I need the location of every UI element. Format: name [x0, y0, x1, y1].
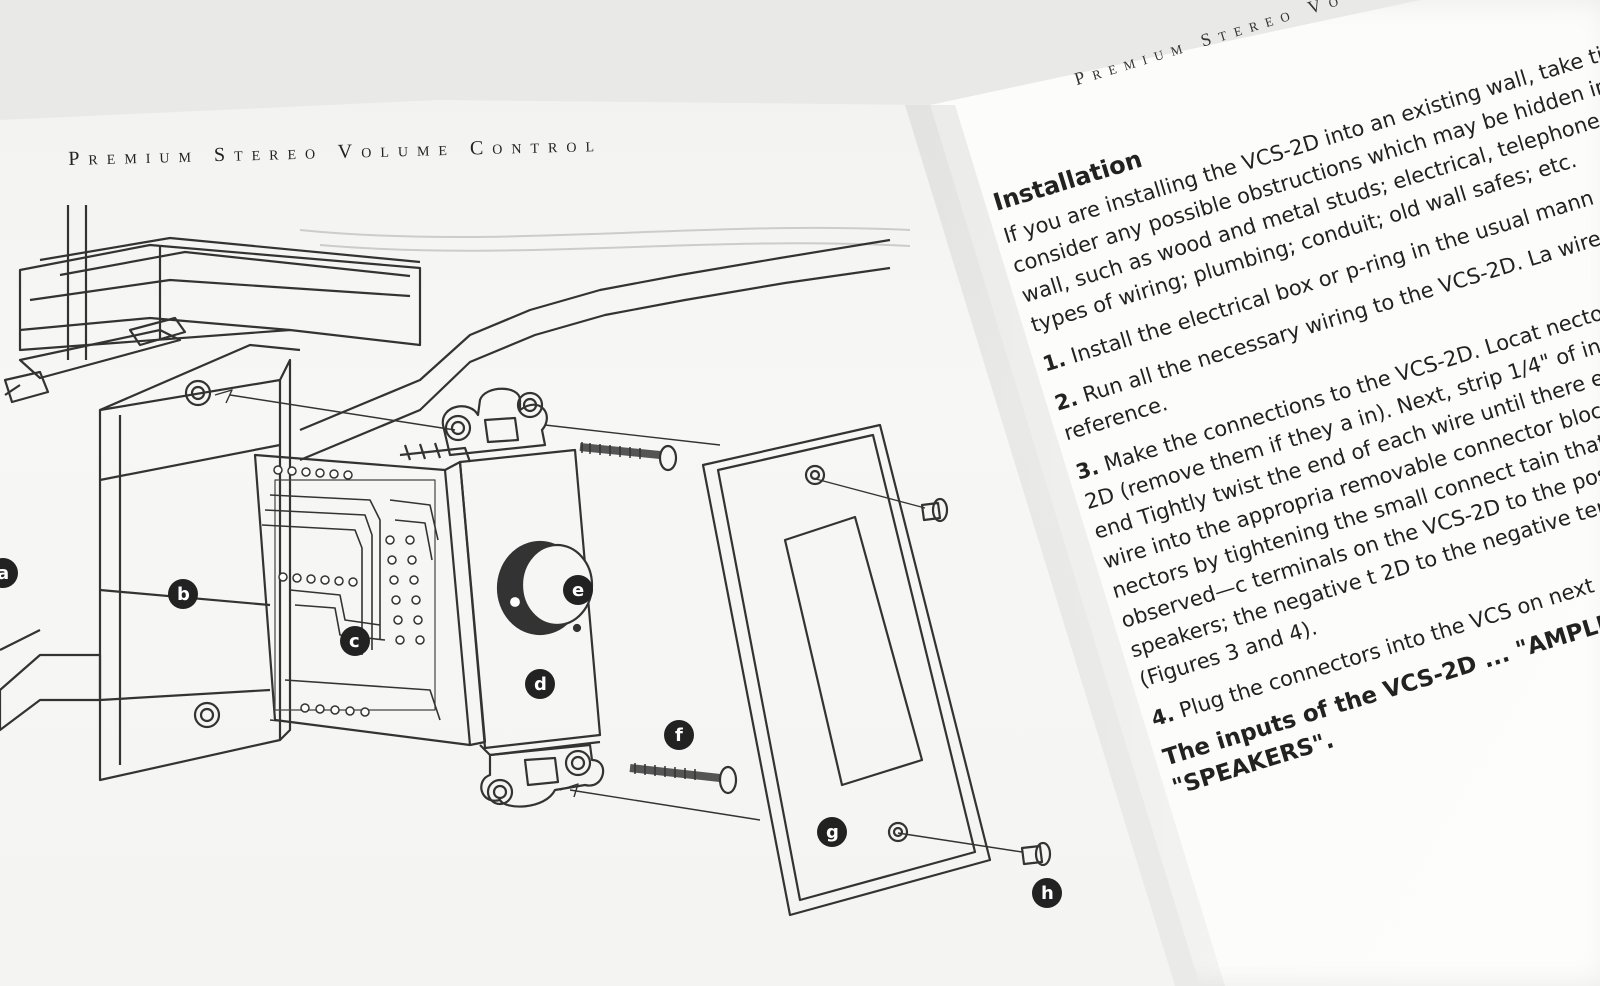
callout-f: f [664, 720, 694, 750]
callout-d: d [525, 669, 555, 699]
guide-lines [214, 389, 1023, 853]
electrical-box [98, 343, 301, 782]
callout-c-label: c [349, 631, 360, 652]
callout-e: e [563, 575, 593, 605]
callout-f-label: f [675, 725, 683, 746]
screw-bottom [629, 763, 738, 795]
circuit-board [253, 453, 487, 747]
cover-screw-bottom [1020, 841, 1052, 867]
lower-wall [0, 629, 102, 732]
cable [299, 238, 891, 462]
callout-a-label: a [0, 563, 9, 584]
callout-b-label: b [177, 584, 190, 605]
callout-e-label: e [572, 580, 584, 601]
callout-d-label: d [534, 674, 547, 695]
screw-top [579, 442, 678, 472]
callout-h-label: h [1041, 883, 1054, 904]
callout-g-label: g [826, 822, 839, 843]
yoke-bottom [480, 743, 605, 808]
wall-stud [18, 236, 422, 352]
callout-h: h [1032, 878, 1062, 908]
cover-screw-top [920, 497, 949, 523]
yoke-top [441, 387, 548, 457]
callout-c: c [340, 626, 370, 656]
screwdriver [3, 205, 187, 404]
wall-plate [701, 423, 992, 917]
callout-a: a [0, 558, 18, 588]
callout-b: b [168, 579, 198, 609]
callout-g: g [817, 817, 847, 847]
control-body [399, 442, 602, 757]
